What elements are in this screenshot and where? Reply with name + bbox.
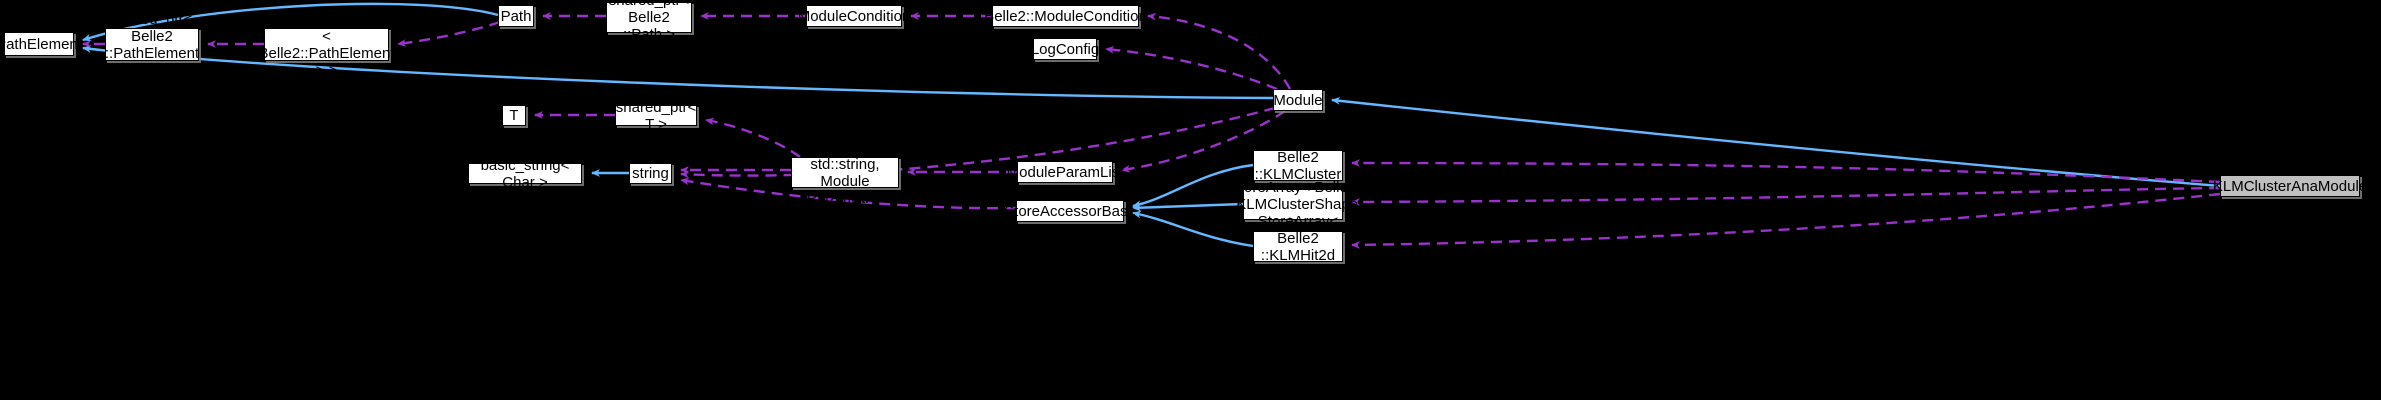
- node-shared-ptr-t[interactable]: shared_ptr< T >: [615, 98, 697, 133]
- node-map-string-moduleparam[interactable]: map< std::string, Module ParamPtr >: [791, 139, 899, 207]
- edge-klmmodule-to-klmhit2d: [1351, 192, 2221, 249]
- node-module-condition[interactable]: ModuleCondition: [798, 5, 910, 27]
- node-module[interactable]: Module: [1273, 89, 1323, 111]
- node-klm-cluster-ana-module: KLMClusterAnaModule: [2213, 175, 2367, 197]
- edge-klmmodule-to-klmclustershape: [1351, 186, 2221, 206]
- node-vector-module-condition[interactable]: vector< Belle2::ModuleCondition >: [984, 0, 1147, 42]
- edge-module-to-vector: [1147, 12, 1292, 90]
- node-module-param-list[interactable]: ModuleParamList: [1007, 161, 1123, 183]
- edge-klmmodule-to-module: [1331, 96, 2221, 188]
- edge-module-to-logconfig: [1105, 45, 1278, 91]
- node-log-config[interactable]: LogConfig: [1031, 38, 1099, 60]
- inheritance-edges: [82, 2, 2221, 248]
- edge-klmclustershape-to-accessorbase: [1132, 202, 1244, 212]
- node-path[interactable]: Path: [498, 5, 534, 27]
- node-basic-string-char[interactable]: basic_string< Char >: [468, 157, 582, 191]
- node-shared-ptr-path[interactable]: shared_ptr< Belle2 ::Path >: [606, 0, 692, 43]
- edge-module-to-string: [680, 106, 1276, 179]
- node-string[interactable]: string: [629, 163, 672, 184]
- edge-map-to-sharedptrt: [705, 117, 801, 158]
- node-store-accessor-base[interactable]: StoreAccessorBase: [1004, 200, 1136, 222]
- node-shared-ptr-path-element[interactable]: shared_ptr< Belle2 ::PathElement >: [104, 10, 200, 79]
- node-store-array-klmhit2d[interactable]: StoreArray< Belle2 ::KLMHit2d >: [1253, 213, 1343, 281]
- usage-edges: [82, 12, 2221, 249]
- node-store-array-klmcluster[interactable]: StoreArray< Belle2 ::KLMCluster >: [1253, 131, 1343, 200]
- edge-klmmodule-to-klmcluster: [1351, 159, 2221, 184]
- node-path-element[interactable]: PathElement: [0, 32, 82, 56]
- node-list-shared-ptr[interactable]: list< std::shared_ptr < Belle2::PathElem…: [258, 10, 395, 79]
- edge-path-to-listsharedptr: [397, 20, 501, 47]
- node-t[interactable]: T: [502, 105, 526, 126]
